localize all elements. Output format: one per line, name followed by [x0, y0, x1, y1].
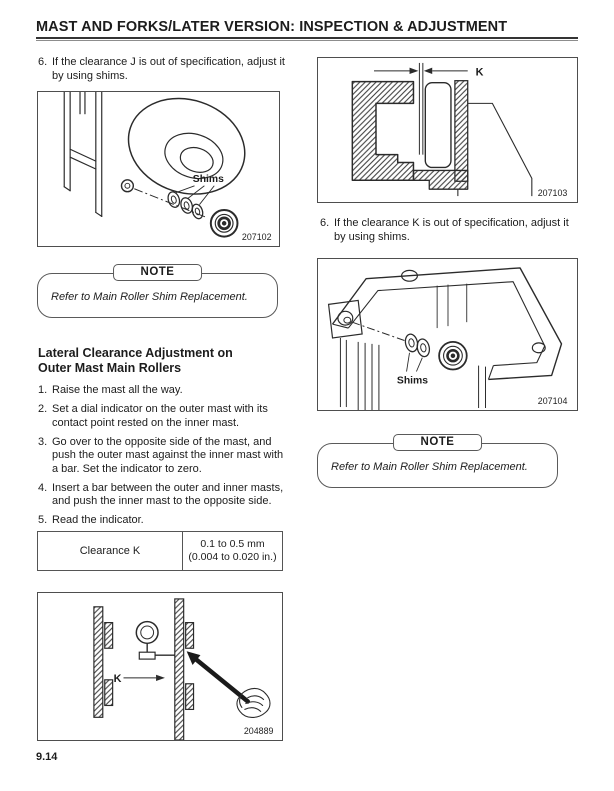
spec-label-cell: Clearance K [38, 532, 183, 570]
step-2-text: Set a dial indicator on the outer mast w… [52, 403, 268, 429]
figure-number: 204889 [244, 726, 274, 736]
title-rule-thin [36, 40, 578, 41]
section-heading-line2: Outer Mast Main Rollers [38, 361, 182, 375]
left-step-6: 6. If the clearance J is out of specific… [38, 56, 295, 83]
step-3-text: Go over to the opposite side of the mast… [52, 435, 284, 475]
procedure-step-5: 5. Read the indicator. [38, 514, 292, 528]
step-4-text: Insert a bar between the outer and inner… [52, 481, 284, 508]
step-5-text: Read the indicator. [52, 514, 144, 526]
figure-number: 207102 [242, 232, 272, 242]
main-roller-shims-drawing: Shims 207102 [63, 92, 272, 242]
procedure-step-3: 3. Go over to the opposite side of the m… [38, 436, 292, 477]
clearance-k-section-drawing: K 207103 [351, 62, 568, 198]
page-title: MAST AND FORKS/LATER VERSION: INSPECTION… [36, 19, 508, 35]
section-heading: Lateral Clearance Adjustment on Outer Ma… [38, 346, 298, 376]
right-step-6: 6. If the clearance K is out of specific… [320, 217, 578, 244]
figure-number: 207104 [538, 396, 568, 406]
spec-value-metric: 0.1 to 0.5 mm [200, 538, 265, 550]
right-step-6-text: If the clearance K is out of specificati… [334, 217, 569, 243]
clearance-k-label: K [114, 673, 122, 685]
left-step-6-text: If the clearance J is out of specificati… [52, 56, 285, 82]
note-callout-right: NOTE Refer to Main Roller Shim Replaceme… [317, 434, 558, 488]
note-text-right: Refer to Main Roller Shim Replacement. [331, 461, 528, 473]
note-tab-right: NOTE [392, 434, 483, 451]
step-2-number: 2. [38, 403, 48, 415]
left-step-6-number: 6. [38, 56, 48, 68]
step-5-number: 5. [38, 514, 48, 526]
figure-carriage-shims: Shims 207104 [317, 258, 578, 411]
step-1-number: 1. [38, 384, 48, 396]
clearance-k-label: K [476, 66, 484, 78]
shims-callout-label: Shims [397, 375, 428, 386]
right-step-6-number: 6. [320, 217, 330, 229]
procedure-step-1: 1. Raise the mast all the way. [38, 384, 292, 398]
note-callout-left: NOTE Refer to Main Roller Shim Replaceme… [37, 264, 278, 318]
spec-value-cell: 0.1 to 0.5 mm (0.004 to 0.020 in.) [183, 532, 282, 570]
title-rule-thick [36, 37, 578, 39]
note-tab-left: NOTE [112, 264, 203, 281]
figure-number: 207103 [538, 188, 568, 198]
spec-value-imperial: (0.004 to 0.020 in.) [188, 551, 277, 563]
step-1-text: Raise the mast all the way. [52, 384, 183, 396]
procedure-steps: 1. Raise the mast all the way. 2. Set a … [38, 384, 292, 533]
dial-indicator-drawing: K 204889 [93, 598, 274, 740]
figure-clearance-k-section: K 207103 [317, 57, 578, 203]
procedure-step-2: 2. Set a dial indicator on the outer mas… [38, 403, 292, 430]
section-heading-line1: Lateral Clearance Adjustment on [38, 346, 233, 360]
step-4-number: 4. [38, 481, 48, 494]
step-3-number: 3. [38, 435, 48, 448]
note-text-left: Refer to Main Roller Shim Replacement. [51, 291, 248, 303]
clearance-spec-table: Clearance K 0.1 to 0.5 mm (0.004 to 0.02… [37, 531, 283, 571]
shims-callout-label: Shims [193, 174, 224, 185]
page-number: 9.14 [36, 751, 58, 763]
carriage-shims-drawing: Shims 207104 [327, 267, 568, 410]
procedure-step-4: 4. Insert a bar between the outer and in… [38, 482, 292, 509]
figure-main-roller-shims: Shims 207102 [37, 91, 280, 247]
figure-dial-indicator: K 204889 [37, 592, 283, 741]
